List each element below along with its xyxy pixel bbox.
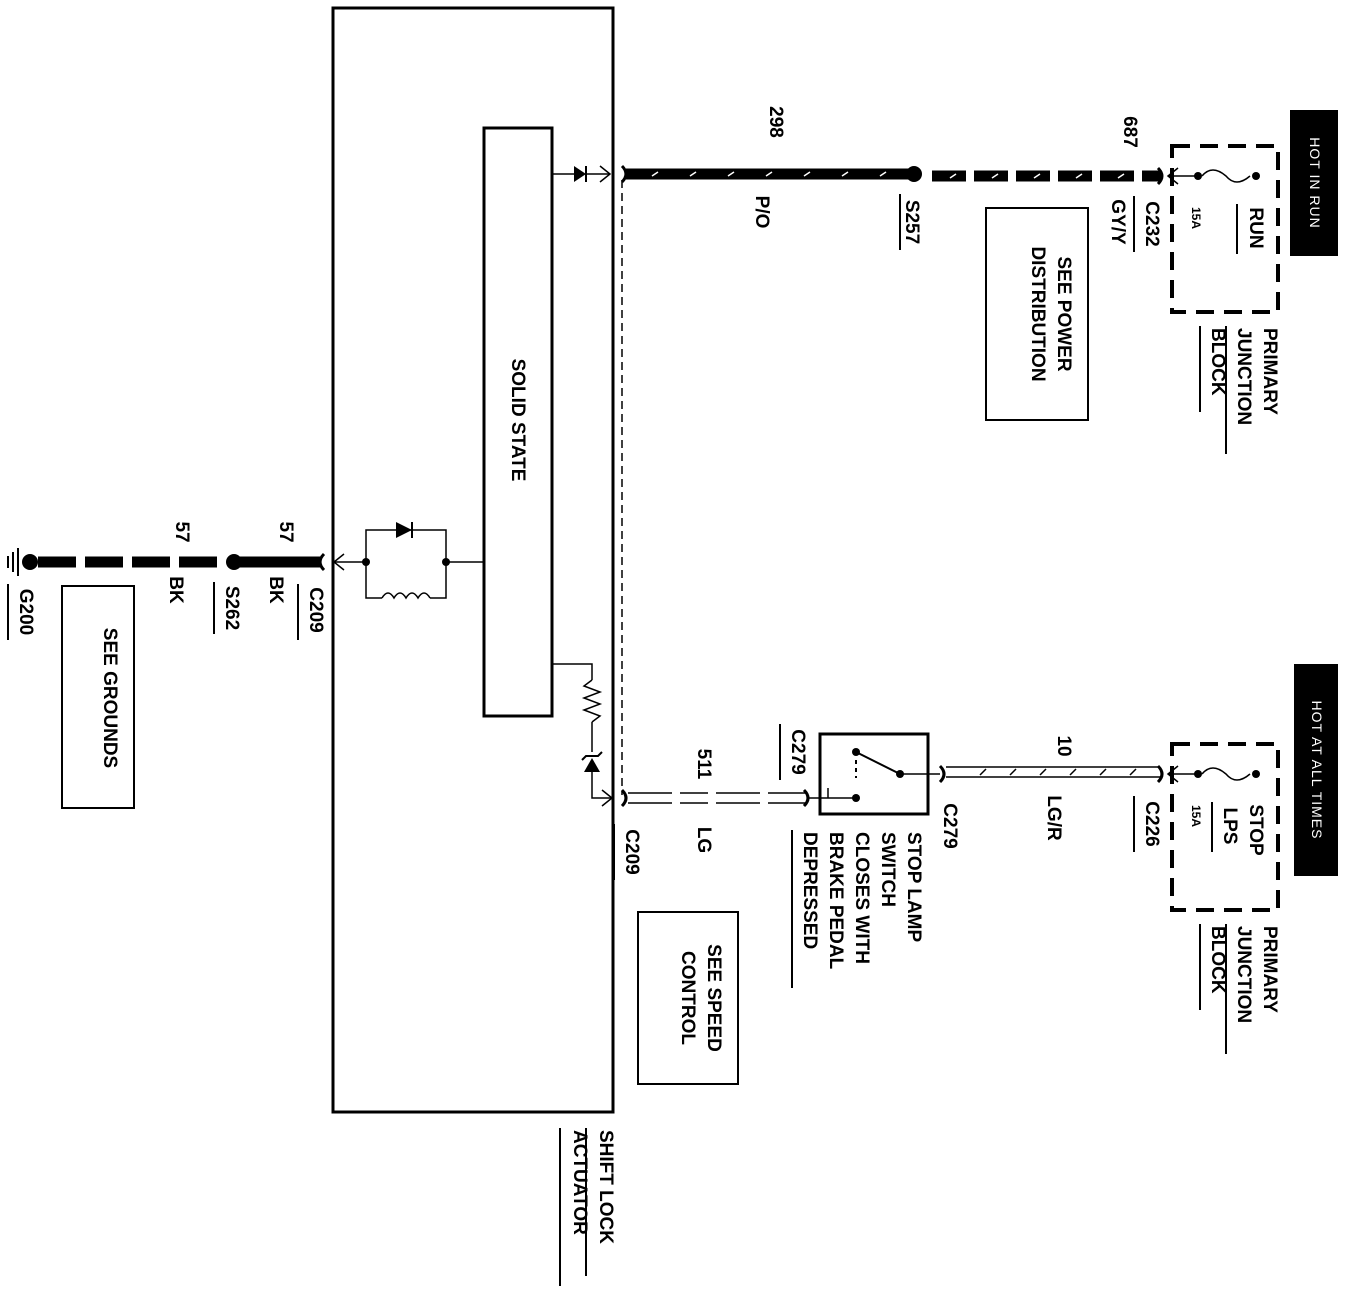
splice-s262 — [226, 554, 242, 570]
wire-511 — [628, 788, 806, 808]
stop-lamp-switch-line1: STOP LAMP — [903, 832, 924, 942]
junction-block-2-line3: BLOCK — [1207, 926, 1228, 994]
internal-resistor-zener — [552, 663, 614, 807]
connector-c279-left-symbol — [802, 788, 810, 808]
connector-c209-lower-label: C209 — [621, 829, 642, 874]
junction-block-1-line1: PRIMARY — [1259, 328, 1280, 415]
fuse-run-rating: 15A — [1189, 207, 1203, 229]
shift-lock-actuator-box — [331, 6, 615, 1114]
wire-511-color: LG — [693, 827, 714, 853]
hot-at-all-times-tag — [1294, 664, 1338, 876]
connector-c209-left-label: C209 — [305, 587, 326, 632]
ref-speed-control-box — [637, 911, 739, 1085]
wire-57-right-color: BK — [265, 576, 286, 604]
wire-298-circuit: 298 — [765, 106, 786, 138]
junction-block-2-line1: PRIMARY — [1259, 926, 1280, 1013]
internal-solenoid-coil — [332, 522, 484, 600]
connector-c232-label: C232 — [1141, 201, 1162, 246]
junction-block-1-line3: BLOCK — [1207, 328, 1228, 396]
ground-g200-point — [22, 554, 38, 570]
connector-c279-left-label: C279 — [787, 729, 808, 774]
ref-power-distribution-line1: SEE POWER — [1053, 256, 1074, 371]
wire-57-left-color: BK — [165, 576, 186, 604]
junction-block-1-line2: JUNCTION — [1233, 328, 1254, 425]
wire-10 — [946, 766, 1160, 778]
solid-state-label: SOLID STATE — [507, 359, 528, 482]
ref-grounds-line1: SEE GROUNDS — [99, 628, 120, 768]
wire-687-circuit: 687 — [1119, 116, 1140, 148]
splice-s257-label: S257 — [901, 200, 922, 244]
splice-s262-label: S262 — [221, 586, 242, 630]
splice-s257 — [906, 166, 922, 182]
junction-block-2-line2: JUNCTION — [1233, 926, 1254, 1023]
stop-lamp-switch-line5: DEPRESSED — [799, 832, 820, 949]
connector-c279-right-label: C279 — [939, 803, 960, 848]
hot-in-run-tag — [1290, 110, 1338, 256]
junction-block-1-box — [1170, 144, 1280, 314]
fuse-stop-lps-name1: STOP — [1245, 804, 1266, 856]
wire-298-stripes — [651, 171, 887, 177]
ref-speed-control-line1: SEE SPEED — [703, 944, 724, 1052]
connector-c209-upper-symbol — [620, 164, 628, 184]
ref-grounds-box — [61, 585, 135, 809]
stop-lamp-switch-line4: BRAKE PEDAL — [825, 832, 846, 970]
connector-c226-symbol — [1156, 764, 1164, 784]
connector-c232-symbol — [1156, 166, 1164, 186]
wire-511-circuit: 511 — [693, 749, 714, 780]
stop-lamp-switch-label: STOP LAMP SWITCH CLOSES WITH BRAKE PEDAL… — [791, 830, 924, 988]
wire-687-color: GY/Y — [1107, 199, 1128, 245]
junction-block-2-box — [1170, 742, 1280, 912]
wire-57-left-circuit: 57 — [171, 521, 192, 542]
stop-lamp-switch-contact — [808, 748, 940, 802]
wire-10-color: LG/R — [1043, 795, 1064, 841]
fuse-run-name: RUN — [1245, 207, 1266, 248]
fuse-run — [1166, 167, 1260, 185]
wire-10-circuit: 10 — [1053, 735, 1074, 756]
internal-diode-top — [552, 165, 612, 183]
stop-lamp-switch-line3: CLOSES WITH — [851, 832, 872, 964]
module-title-line2: ACTUATOR — [569, 1130, 590, 1235]
connector-c226-label: C226 — [1141, 801, 1162, 846]
hot-at-all-times-label: HOT AT ALL TIMES — [1309, 701, 1325, 840]
wire-298-color: P/O — [751, 196, 772, 229]
fuse-stop-lps-rating: 15A — [1189, 805, 1203, 827]
wire-57-right-circuit: 57 — [275, 521, 296, 542]
fuse-stop-lps-name2: LPS — [1219, 808, 1240, 845]
ref-speed-control-line2: CONTROL — [677, 951, 698, 1045]
module-title-line1: SHIFT LOCK — [595, 1130, 616, 1244]
hot-in-run-label: HOT IN RUN — [1307, 137, 1323, 228]
stop-lamp-switch-line2: SWITCH — [877, 832, 898, 907]
connector-c279-right-symbol — [938, 764, 946, 784]
fuse-stop-lps — [1166, 765, 1260, 783]
ground-g200-label: G200 — [15, 589, 36, 635]
ref-power-distribution-box — [985, 207, 1089, 421]
ground-icon — [7, 548, 19, 576]
connector-c209-left-symbol — [318, 552, 326, 572]
wire-687-stripes — [949, 173, 1125, 179]
ref-power-distribution-line2: DISTRIBUTION — [1027, 246, 1048, 381]
connector-c209-lower-symbol — [620, 788, 628, 808]
module-title: SHIFT LOCK ACTUATOR — [559, 1128, 616, 1286]
solid-state-box — [482, 126, 554, 718]
